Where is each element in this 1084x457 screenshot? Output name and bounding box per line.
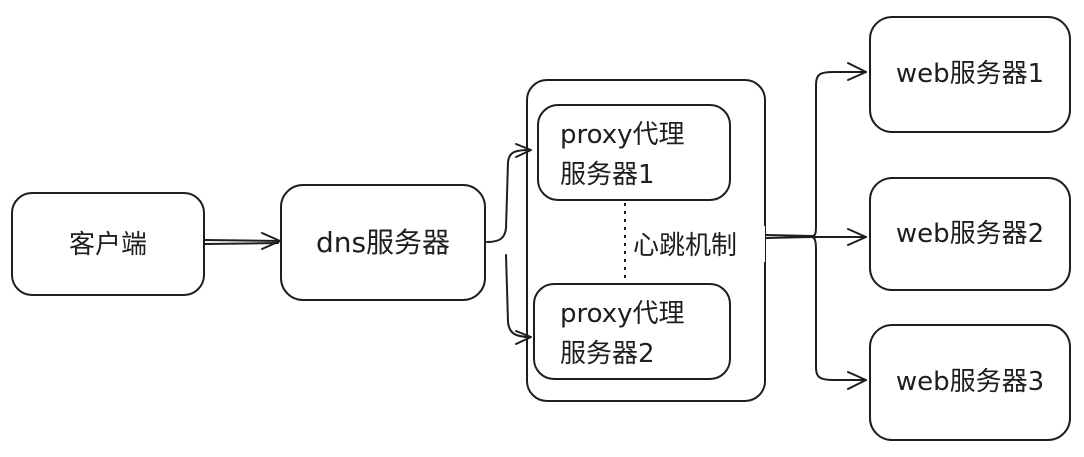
proxy-server-2-box <box>533 283 731 380</box>
proxy-server-2-label-line2: 服务器2 <box>560 339 655 369</box>
arrow-dns-to-proxies <box>486 143 532 345</box>
arrow-client-to-dns <box>204 232 281 250</box>
web-server-3-node[interactable]: web服务器3 <box>869 324 1071 441</box>
client-node[interactable]: 客户端 <box>11 192 205 296</box>
web-server-3-box <box>869 324 1071 441</box>
client-label: 客户端 <box>69 230 147 260</box>
web-server-2-node[interactable]: web服务器2 <box>869 177 1071 291</box>
proxy-server-1-box <box>537 104 731 201</box>
web-server-1-box <box>869 16 1071 133</box>
web-server-3-label: web服务器3 <box>896 367 1044 397</box>
arrow-proxies-to-web-servers <box>765 62 867 390</box>
proxy-server-1-node[interactable]: proxy代理 服务器1 <box>537 104 731 201</box>
proxy-server-2-label-line1: proxy代理 <box>560 299 685 329</box>
web-server-1-node[interactable]: web服务器1 <box>869 16 1071 133</box>
web-server-2-box <box>869 177 1071 291</box>
web-server-2-label: web服务器2 <box>896 219 1044 249</box>
heartbeat-label: 心跳机制 <box>633 231 737 261</box>
proxy-server-2-node[interactable]: proxy代理 服务器2 <box>533 283 731 380</box>
dns-server-box <box>280 184 486 301</box>
web-server-1-label: web服务器1 <box>896 59 1044 89</box>
proxy-server-1-label-line2: 服务器1 <box>560 160 655 190</box>
dns-server-node[interactable]: dns服务器 <box>280 184 486 301</box>
heartbeat-label-bg <box>630 226 765 262</box>
proxy-server-1-label-line1: proxy代理 <box>560 120 685 150</box>
dns-server-label: dns服务器 <box>316 226 450 259</box>
